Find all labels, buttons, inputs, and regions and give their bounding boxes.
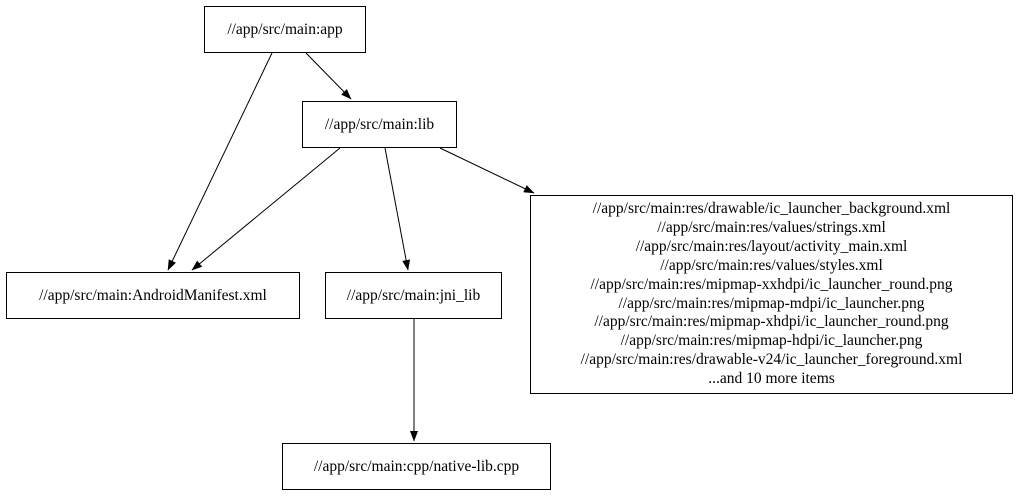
node-jni-lib: //app/src/main:jni_lib — [325, 272, 502, 319]
res-file-line: //app/src/main:res/mipmap-xhdpi/ic_launc… — [594, 313, 949, 331]
node-native-lib-cpp: //app/src/main:cpp/native-lib.cpp — [282, 443, 551, 490]
res-file-line: //app/src/main:res/values/styles.xml — [660, 256, 883, 274]
node-app: //app/src/main:app — [204, 6, 366, 53]
edge-lib-to-jni-lib — [384, 147, 411, 271]
res-file-line: //app/src/main:res/values/strings.xml — [657, 218, 886, 236]
res-more-items-line: ...and 10 more items — [708, 370, 835, 388]
edge-app-to-lib — [305, 52, 352, 100]
res-file-line: //app/src/main:res/mipmap-xxhdpi/ic_laun… — [590, 275, 953, 293]
node-lib: //app/src/main:lib — [302, 101, 457, 148]
edge-lib-to-res-files — [439, 147, 535, 194]
edge-app-to-manifest — [167, 52, 273, 271]
node-android-manifest: //app/src/main:AndroidManifest.xml — [6, 272, 300, 319]
edge-lib-to-manifest — [191, 147, 341, 271]
res-file-line: //app/src/main:res/mipmap-hdpi/ic_launch… — [620, 332, 923, 350]
res-file-line: //app/src/main:res/drawable/ic_launcher_… — [592, 199, 951, 217]
res-file-line: //app/src/main:res/drawable-v24/ic_launc… — [580, 351, 963, 369]
res-file-line: //app/src/main:res/mipmap-mdpi/ic_launch… — [618, 294, 925, 312]
res-file-line: //app/src/main:res/layout/activity_main.… — [635, 237, 908, 255]
node-res-files: //app/src/main:res/drawable/ic_launcher_… — [530, 195, 1013, 394]
